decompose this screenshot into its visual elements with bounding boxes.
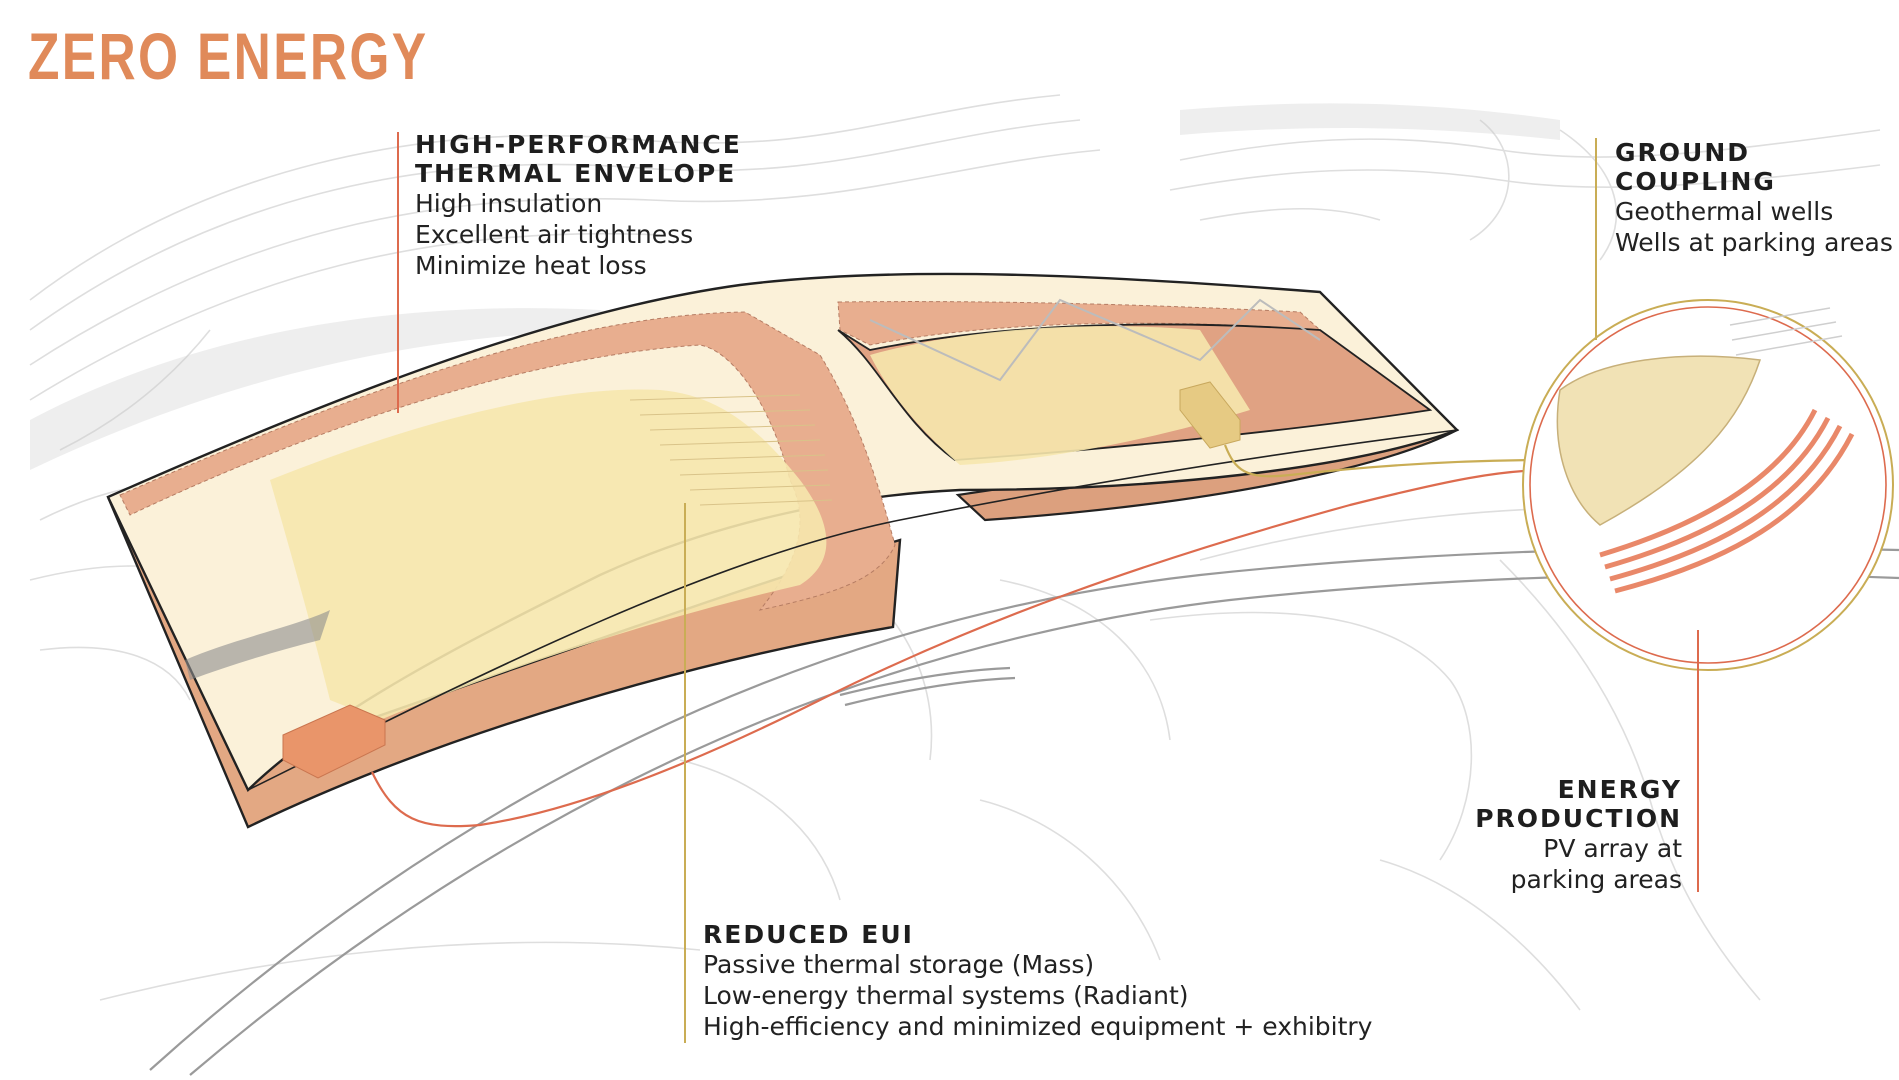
callout-line: High insulation	[415, 189, 603, 218]
entry-cutout	[185, 610, 330, 680]
callout-heading: THERMAL ENVELOPE	[415, 159, 737, 188]
parking-inset-circle	[1522, 299, 1894, 671]
stair-stripes	[629, 394, 833, 506]
interior-zone-main	[270, 389, 827, 720]
page-title: ZERO ENERGY	[28, 19, 429, 93]
pv-array-rows	[1599, 408, 1855, 594]
callout-line: High-efficiency and minimized equipment …	[703, 1012, 1373, 1041]
callout-line: Excellent air tightness	[415, 220, 694, 249]
interior-zone-right	[870, 326, 1250, 465]
red-energy-line	[371, 468, 1551, 828]
callout-line: PV array at	[1543, 834, 1682, 863]
callout-reduced-eui: REDUCED EUI Passive thermal storage (Mas…	[703, 920, 1372, 1042]
callout-line: Geothermal wells	[1615, 197, 1834, 226]
thermal-envelope-band	[119, 311, 896, 611]
topographic-background	[29, 94, 1881, 1011]
geothermal-equipment-box	[1179, 381, 1241, 449]
callout-line: parking areas	[1510, 865, 1682, 894]
callout-ground-coupling: GROUND COUPLING Geothermal wells Wells a…	[1615, 138, 1893, 258]
mechanical-room-box	[282, 704, 386, 779]
roof-edge-line	[247, 429, 1458, 791]
callout-heading: REDUCED EUI	[703, 920, 914, 949]
callout-line: Minimize heat loss	[415, 251, 647, 280]
gold-ground-line	[1223, 444, 1546, 478]
thermal-envelope-band-right	[837, 301, 1322, 346]
callout-energy-production: ENERGY PRODUCTION PV array at parking ar…	[1475, 775, 1682, 895]
callout-line: Passive thermal storage (Mass)	[703, 950, 1095, 979]
callout-heading: ENERGY	[1557, 775, 1682, 804]
ramp-zigzag	[869, 298, 1321, 382]
callout-line: Wells at parking areas	[1615, 228, 1893, 257]
callout-heading: PRODUCTION	[1475, 804, 1682, 833]
callout-line: Low-energy thermal systems (Radiant)	[703, 981, 1189, 1010]
callout-thermal-envelope: HIGH-PERFORMANCE THERMAL ENVELOPE High i…	[415, 130, 742, 281]
callout-heading: HIGH-PERFORMANCE	[415, 130, 742, 159]
parking-stripes	[1729, 307, 1843, 356]
callout-heading: COUPLING	[1615, 167, 1776, 196]
callout-heading: GROUND	[1615, 138, 1750, 167]
